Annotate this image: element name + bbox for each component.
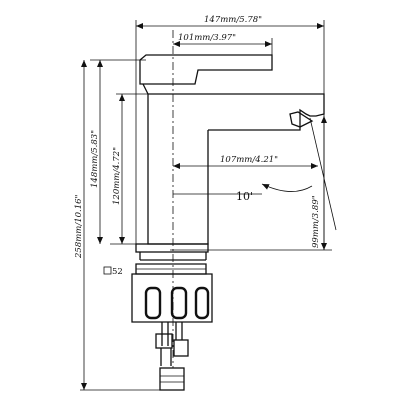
base-plate [135, 243, 209, 253]
dimension-labels: 147mm/5.78" 101mm/3.97" 107mm/4.21" 10' … [74, 15, 321, 277]
body-column [147, 94, 209, 245]
aerator [289, 111, 314, 128]
supply-hose-right [175, 322, 183, 340]
hose-fitting-right [173, 339, 189, 357]
dimension-lines [80, 20, 337, 391]
label-total-height: 258mm/10.16" [74, 194, 84, 259]
label-total-width: 147mm/5.78" [204, 15, 262, 25]
label-spout-reach: 107mm/4.21" [220, 155, 278, 165]
angle-arc [261, 183, 313, 192]
nut-slots [144, 286, 210, 320]
label-inner-height: 120mm/4.72" [112, 147, 122, 205]
label-spout-height: 99mm/3.89" [311, 195, 321, 248]
label-body-height: 148mm/5.83" [90, 130, 100, 188]
label-base-square: 52 [112, 267, 123, 277]
label-angle: 10' [236, 190, 253, 203]
handle-lever [139, 54, 273, 85]
faucet-outline [131, 54, 325, 391]
mounting-nut [131, 273, 213, 323]
spout [208, 93, 325, 131]
label-lever-width: 101mm/3.97" [178, 33, 236, 43]
handle-joint [142, 83, 208, 95]
hose-fitting-left [155, 333, 173, 349]
square-symbol [103, 266, 112, 275]
hose-end-connector [159, 367, 185, 391]
